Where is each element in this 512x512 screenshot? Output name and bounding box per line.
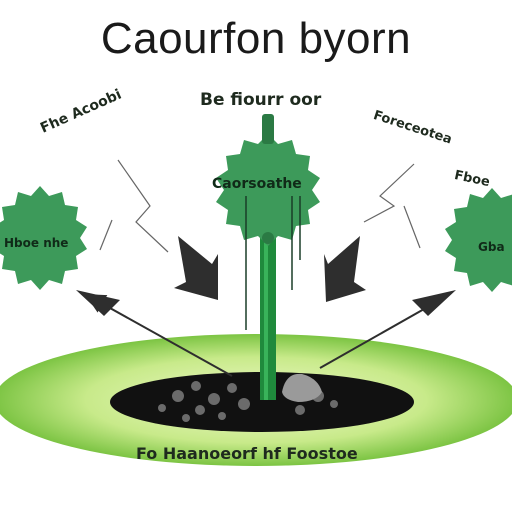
soil-pebbles xyxy=(158,381,338,422)
crown-lines xyxy=(245,196,301,330)
rock xyxy=(282,373,322,402)
label-top-center: Be fiourr oor xyxy=(200,90,322,110)
label-right-tree: Gba xyxy=(478,240,505,254)
right-tree-crown xyxy=(445,188,512,292)
arrow-right-large xyxy=(324,236,366,302)
trunk-highlight xyxy=(264,232,268,400)
arrow-to-left-tree xyxy=(85,294,233,377)
connector-lines xyxy=(99,159,421,253)
label-bottom: Fo Haanoeorf hf Foostoe xyxy=(136,444,358,463)
left-tree-crown xyxy=(0,186,87,290)
label-tree-center: Caorsoathe xyxy=(212,176,302,192)
arrow-to-right-tree xyxy=(319,299,441,369)
label-left-tree: Hboe nhe xyxy=(4,236,69,250)
diagram-title: Caourfon byorn xyxy=(100,14,412,63)
center-tree-crown xyxy=(216,134,320,246)
trunk-joint xyxy=(262,232,274,244)
arrowhead-right xyxy=(412,290,456,316)
tree-top-bud xyxy=(262,114,274,144)
arrow-left-large xyxy=(174,236,218,300)
arrowhead-left xyxy=(76,290,120,316)
